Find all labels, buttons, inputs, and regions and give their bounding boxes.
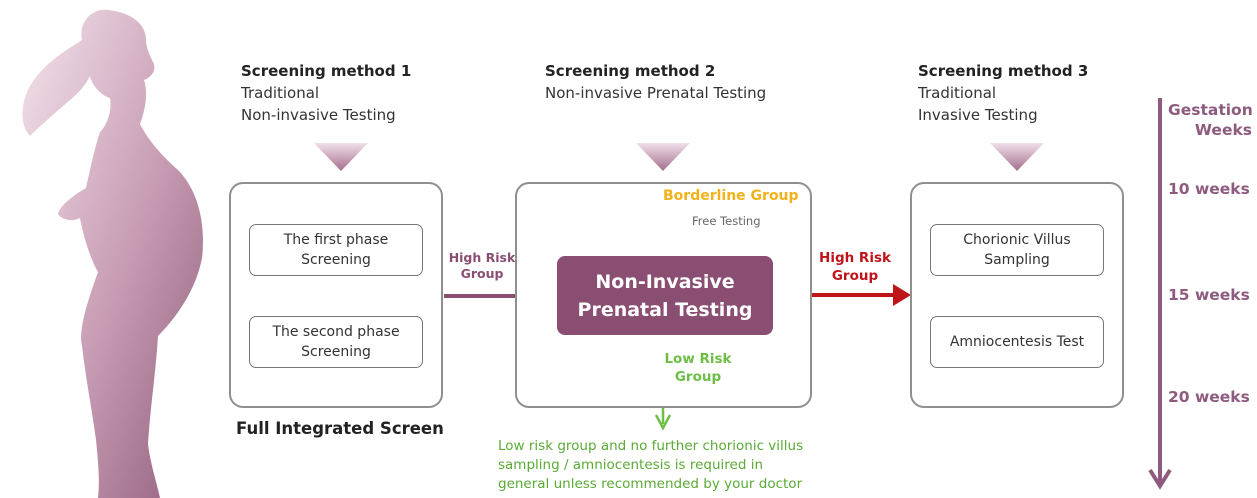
method2-subtitle-1: Non-invasive Prenatal Testing <box>545 84 767 102</box>
method1-triangle <box>314 143 368 171</box>
method2-triangle <box>636 143 690 171</box>
borderline-group-label: Borderline Group <box>663 188 799 204</box>
pregnant-woman-silhouette <box>22 9 203 498</box>
low-risk-footnote: Low risk group and no further chorionic … <box>498 438 804 492</box>
method2-header: Screening method 2 Non-invasive Prenatal… <box>545 60 766 104</box>
low-risk-label: Low Risk Group <box>664 351 732 385</box>
method3-triangle <box>990 143 1044 171</box>
chorionic-villus-sampling: Chorionic Villus Sampling <box>930 224 1104 276</box>
method3-subtitle-1: Traditional <box>918 84 997 102</box>
method1-subtitle-1: Traditional <box>241 84 320 102</box>
full-integrated-screen-caption: Full Integrated Screen <box>236 419 444 438</box>
second-phase-screening: The second phase Screening <box>249 316 423 368</box>
method3-box <box>910 182 1124 408</box>
nipt-line2: Prenatal Testing <box>577 298 753 321</box>
nipt-center-box: Non-Invasive Prenatal Testing <box>557 256 773 335</box>
gestation-weeks-title: Gestation Weeks <box>1168 101 1253 139</box>
second-phase-line2: Screening <box>301 344 371 360</box>
method1-header: Screening method 1 Traditional Non-invas… <box>241 60 411 126</box>
method1-subtitle-2: Non-invasive Testing <box>241 106 396 124</box>
first-phase-line1: The first phase <box>283 232 389 248</box>
nipt-line1: Non-Invasive <box>595 270 735 293</box>
method1-box <box>229 182 443 408</box>
amniocentesis-test: Amniocentesis Test <box>930 316 1104 368</box>
method1-heading: Screening method 1 <box>241 62 412 80</box>
first-phase-line2: Screening <box>301 252 371 268</box>
amniocentesis-label: Amniocentesis Test <box>949 334 1085 350</box>
cvs-line1: Chorionic Villus <box>963 232 1071 248</box>
high-risk-label-right: High Risk Group <box>819 250 891 284</box>
high-risk-label-left: High Risk Group <box>448 250 516 281</box>
method3-subtitle-2: Invasive Testing <box>918 106 1038 124</box>
timeline-mark-10-weeks: 10 weeks <box>1168 180 1250 198</box>
timeline-mark-15-weeks: 15 weeks <box>1168 286 1250 304</box>
gestation-timeline-arrow <box>1148 98 1172 490</box>
free-testing-label: Free Testing <box>692 214 761 228</box>
first-phase-screening: The first phase Screening <box>249 224 423 276</box>
second-phase-line1: The second phase <box>272 324 400 340</box>
cvs-line2: Sampling <box>984 252 1050 268</box>
method3-header: Screening method 3 Traditional Invasive … <box>918 60 1088 126</box>
method2-heading: Screening method 2 <box>545 62 716 80</box>
timeline-mark-20-weeks: 20 weeks <box>1168 388 1250 406</box>
method3-heading: Screening method 3 <box>918 62 1089 80</box>
